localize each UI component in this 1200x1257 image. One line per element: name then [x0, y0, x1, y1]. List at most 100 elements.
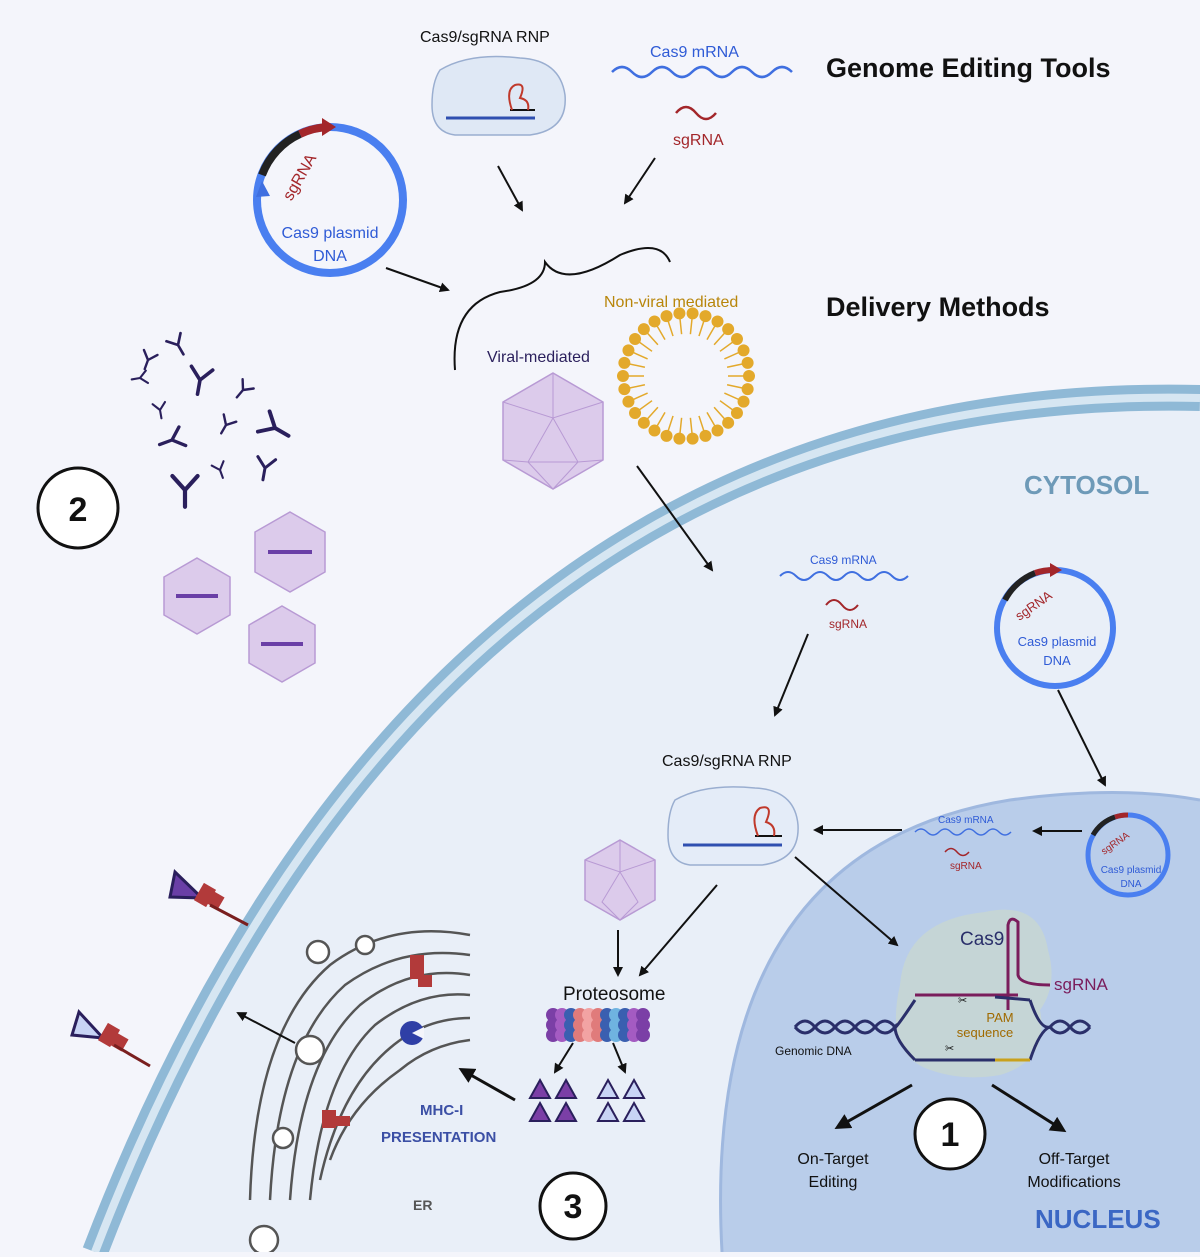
lipid-head — [637, 323, 650, 336]
arrow-er-to-membrane — [236, 1012, 296, 1044]
lipid-head — [618, 356, 631, 369]
arrow-plasmid-to-delivery — [385, 267, 450, 293]
lipid-head — [617, 370, 629, 382]
nucleus-mrna-label: Cas9 mRNA — [938, 815, 994, 826]
antibody-icon — [142, 348, 159, 371]
rnp-complex-top: Cas9/sgRNA RNP — [420, 29, 566, 136]
antigen-triangle — [554, 1100, 578, 1122]
lipid-head — [618, 383, 631, 396]
antigen-triangle — [622, 1077, 646, 1099]
antibody-icon — [255, 409, 291, 438]
nucleus-label: NUCLEUS — [1035, 1204, 1161, 1234]
proteosome-subunit — [636, 1028, 650, 1042]
genomic-dna-label: Genomic DNA — [775, 1044, 852, 1058]
arrow-rnp-to-delivery — [497, 165, 523, 212]
rnp-label-cytosol: Cas9/sgRNA RNP — [662, 753, 792, 770]
nucleus-sgrna-label: sgRNA — [950, 861, 982, 872]
er-internal-mhc — [322, 955, 432, 1128]
off-target-line2: Modifications — [1027, 1174, 1120, 1191]
on-target-line2: Editing — [809, 1174, 858, 1191]
nonviral-label: Non-viral mediated — [604, 294, 738, 311]
arrow-plasmid-to-nucleus — [1057, 689, 1106, 787]
proteosome: Proteosome — [546, 984, 665, 1042]
cytosol-sgrna-label: sgRNA — [829, 617, 867, 631]
scissors-top-icon: ✂ — [958, 995, 967, 1007]
lipid-head — [648, 424, 661, 437]
arrow-rnp-to-proteosome — [638, 884, 718, 977]
antigen-triangle — [528, 1077, 552, 1099]
lipid-head — [622, 344, 635, 357]
plasmid-cytosol-line1: Cas9 plasmid — [1018, 634, 1097, 649]
lipid-head — [686, 432, 699, 445]
lipid-head — [730, 332, 743, 345]
lipid-head — [741, 383, 754, 396]
lipid-head — [730, 407, 743, 420]
arrow-to-on-target — [834, 1083, 913, 1129]
lipid-head — [743, 370, 755, 382]
nucleus-mrna: Cas9 mRNA sgRNA — [914, 815, 1012, 872]
lipid-head — [622, 395, 635, 408]
pam-label-line1: PAM — [986, 1010, 1013, 1025]
lipid-head — [699, 429, 712, 442]
arrow-peptides-to-er — [458, 1068, 516, 1102]
lipid-head — [699, 310, 712, 323]
arrow-delivery-to-cytosol — [636, 465, 714, 572]
mrna-label-top: Cas9 mRNA — [650, 44, 739, 61]
antibody-icon — [256, 455, 278, 482]
viral-capsid-large: Viral-mediated — [487, 349, 604, 490]
antibody-icon — [170, 473, 200, 509]
er-label: ER — [413, 1197, 432, 1213]
lipid-head — [711, 315, 724, 328]
antibody-icon — [157, 425, 188, 448]
heading-genome-editing-tools: Genome Editing Tools — [826, 53, 1111, 83]
neutralized-capsid-2 — [163, 557, 231, 635]
antibody-icon — [235, 378, 255, 399]
antibody-icon — [210, 460, 225, 479]
lipid-head — [673, 432, 686, 445]
cytosol-mrna-label: Cas9 mRNA — [810, 553, 877, 567]
antibody-icon — [189, 364, 215, 396]
lipid-head — [660, 429, 673, 442]
arrow-proteosome-to-purple — [553, 1042, 574, 1074]
arrow-mrna-to-delivery — [623, 157, 656, 205]
step-number-3: 3 — [538, 1171, 608, 1241]
neutralized-capsid-1 — [254, 511, 326, 593]
antigen-triangle — [622, 1100, 646, 1122]
antigen-triangle — [554, 1077, 578, 1099]
off-target-line1: Off-Target — [1039, 1151, 1110, 1168]
viral-label: Viral-mediated — [487, 349, 590, 366]
lipid-head — [722, 416, 735, 429]
lipid-head — [648, 315, 661, 328]
plasmid-nucleus-line2: DNA — [1120, 879, 1141, 890]
plasmid-nucleus-line1: Cas9 plasmid — [1101, 865, 1162, 876]
cytosol-mrna: Cas9 mRNA sgRNA — [779, 553, 909, 631]
cas9-mrna-top: Cas9 mRNA sgRNA — [611, 44, 793, 149]
plasmid-cytosol-line2: DNA — [1043, 653, 1071, 668]
delivery-brace — [453, 247, 671, 371]
mhc-surface-1 — [168, 869, 249, 927]
number-3-label: 3 — [564, 1188, 583, 1226]
antibody-icon — [219, 413, 238, 435]
neutralized-capsid-3 — [248, 605, 316, 683]
cas9-label: Cas9 — [960, 929, 1004, 950]
antibody-icon — [165, 331, 185, 356]
antibody-icon — [130, 369, 150, 385]
cas9-editing-complex: Cas9 sgRNA ✂ ✂ PAM sequence Genomic DNA — [775, 909, 1109, 1078]
number-2-label: 2 — [69, 491, 88, 529]
arrow-to-off-target — [991, 1083, 1067, 1133]
lipid-head — [741, 356, 754, 369]
arrow-proteosome-to-light — [612, 1042, 627, 1074]
antigen-triangle — [596, 1100, 620, 1122]
on-target-line1: On-Target — [797, 1151, 869, 1168]
arrow-mrna-to-rnp — [773, 633, 809, 717]
antigen-triangle — [528, 1100, 552, 1122]
lipid-head — [629, 407, 642, 420]
lipid-head — [629, 332, 642, 345]
plasmid-label-line1-top: Cas9 plasmid — [282, 225, 379, 242]
antibody-cluster — [130, 331, 291, 509]
lipid-head — [660, 310, 673, 323]
proteosome-subunit — [636, 1008, 650, 1022]
mhc-label-line2: PRESENTATION — [381, 1129, 496, 1146]
